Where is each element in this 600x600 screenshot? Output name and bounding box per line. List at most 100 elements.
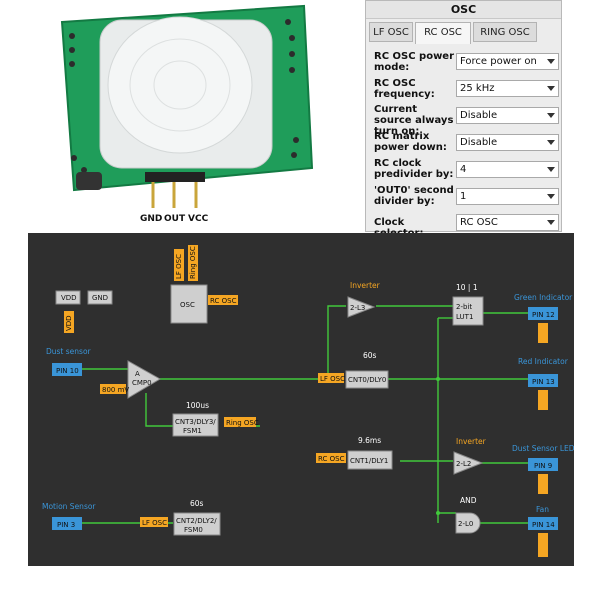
prop-label-current-source: Current source always turn on: bbox=[374, 104, 454, 137]
vref-label: 800 mV bbox=[102, 386, 129, 394]
cnt2-block[interactable] bbox=[173, 512, 221, 536]
cnt2-line2: FSM0 bbox=[184, 526, 203, 534]
inverter-top-gate[interactable] bbox=[347, 296, 376, 318]
select-value: Force power on bbox=[460, 56, 537, 67]
chevron-down-icon bbox=[547, 167, 555, 172]
pin-label-out: OUT bbox=[164, 214, 186, 224]
pin9-label: PIN 9 bbox=[534, 462, 552, 470]
prop-label-power-mode: RC OSC power mode: bbox=[374, 51, 455, 73]
schematic-canvas: VDD GND VDD LF OSC Ring OSC OSC RC OSC I… bbox=[28, 233, 575, 566]
ring-osc-port-label: Ring OSC bbox=[189, 246, 197, 279]
lut1-line2: LUT1 bbox=[456, 313, 473, 321]
red-indicator-label: Red Indicator bbox=[518, 357, 569, 366]
pir-sensor-image: GND OUT VCC bbox=[60, 4, 314, 224]
pir-sensor-photo: GND OUT VCC bbox=[0, 0, 365, 232]
chevron-down-icon bbox=[547, 194, 555, 199]
select-predivider[interactable]: 4 bbox=[456, 161, 559, 178]
cnt0-title: 60s bbox=[363, 351, 377, 360]
lf-osc-port-label: LF OSC bbox=[175, 254, 183, 279]
inverter-top-title: Inverter bbox=[350, 281, 381, 290]
select-power-mode[interactable]: Force power on bbox=[456, 53, 559, 70]
gnd-button[interactable] bbox=[87, 290, 113, 305]
acmp0-a-label: A bbox=[135, 370, 140, 378]
and-gate[interactable] bbox=[455, 512, 481, 534]
chevron-down-icon bbox=[547, 220, 555, 225]
lf-osc-port bbox=[174, 249, 184, 281]
cnt0-block[interactable] bbox=[345, 370, 389, 389]
select-value: 1 bbox=[460, 191, 467, 202]
inverter-top-box-label: 2-L3 bbox=[350, 304, 365, 312]
pin10-box[interactable] bbox=[52, 363, 82, 376]
pin12-box[interactable] bbox=[528, 307, 558, 320]
chevron-down-icon bbox=[547, 140, 555, 145]
select-value: RC OSC bbox=[460, 217, 498, 228]
lut1-block[interactable] bbox=[452, 296, 484, 326]
pin13-vdd-port bbox=[538, 390, 548, 410]
chevron-down-icon bbox=[547, 86, 555, 91]
select-clock-selector[interactable]: RC OSC bbox=[456, 214, 559, 231]
cnt2-line1: CNT2/DLY2/ bbox=[176, 517, 217, 525]
tab-rc-osc[interactable]: RC OSC bbox=[415, 22, 471, 44]
select-frequency[interactable]: 25 kHz bbox=[456, 80, 559, 97]
pin12-vdd-port bbox=[538, 323, 548, 343]
select-value: 25 kHz bbox=[460, 83, 495, 94]
cnt3-ring-osc-port bbox=[224, 417, 256, 427]
cnt1-rc-osc-port bbox=[316, 453, 346, 463]
prop-label-rc-matrix: RC matrix power down: bbox=[374, 131, 447, 153]
pin14-box[interactable] bbox=[528, 517, 558, 530]
select-rc-matrix[interactable]: Disable bbox=[456, 134, 559, 151]
cnt2-lf-osc-port bbox=[140, 517, 168, 527]
inverter-mid-title: Inverter bbox=[456, 437, 487, 446]
pin14-label: PIN 14 bbox=[532, 521, 555, 529]
green-indicator-label: Green Indicator bbox=[514, 293, 573, 302]
pin3-box[interactable] bbox=[52, 517, 82, 530]
and-title: AND bbox=[460, 496, 477, 505]
select-value: Disable bbox=[460, 137, 498, 148]
cnt1-label: CNT1/DLY1 bbox=[350, 457, 388, 465]
pcb-holes bbox=[69, 19, 299, 173]
lut-top-title: 10 | 1 bbox=[456, 283, 478, 292]
tab-lf-osc[interactable]: LF OSC bbox=[369, 22, 413, 42]
vdd-port-label: VDD bbox=[65, 315, 73, 331]
lut1-line1: 2-bit bbox=[456, 303, 472, 311]
pin9-box[interactable] bbox=[528, 458, 558, 471]
cnt3-line2: FSM1 bbox=[183, 427, 202, 435]
osc-block[interactable] bbox=[170, 284, 208, 324]
wires bbox=[80, 305, 528, 524]
vdd-port bbox=[64, 311, 74, 333]
cnt2-title: 60s bbox=[190, 499, 204, 508]
cnt3-block[interactable] bbox=[172, 413, 219, 437]
panel-title: OSC bbox=[366, 1, 561, 19]
pin-label-vcc: VCC bbox=[188, 214, 209, 224]
pin10-label: PIN 10 bbox=[56, 367, 79, 375]
gnd-button-label: GND bbox=[92, 294, 108, 302]
cnt3-ring-osc-label: Ring OSC bbox=[226, 419, 259, 427]
chevron-down-icon bbox=[547, 113, 555, 118]
acmp0-label: CMP0 bbox=[132, 379, 152, 387]
tab-ring-osc[interactable]: RING OSC bbox=[473, 22, 537, 42]
cnt3-title: 100us bbox=[186, 401, 209, 410]
cnt1-title: 9.6ms bbox=[358, 436, 381, 445]
fresnel-lens-dome bbox=[107, 16, 253, 154]
cnt1-block[interactable] bbox=[347, 450, 393, 470]
pin13-box[interactable] bbox=[528, 374, 558, 387]
cnt0-label: CNT0/DLY0 bbox=[348, 376, 386, 384]
ring-osc-port bbox=[188, 245, 198, 281]
prop-label-predivider: RC clock predivider by: bbox=[374, 158, 454, 180]
pin9-vdd-port bbox=[538, 474, 548, 494]
pin12-label: PIN 12 bbox=[532, 311, 555, 319]
inverter-mid-gate[interactable] bbox=[453, 451, 484, 475]
select-value: Disable bbox=[460, 110, 498, 121]
select-current-source[interactable]: Disable bbox=[456, 107, 559, 124]
select-second-divider[interactable]: 1 bbox=[456, 188, 559, 205]
cnt0-lf-osc-label: LF OSC bbox=[320, 375, 345, 383]
and-gate-label: 2-L0 bbox=[458, 520, 473, 528]
vdd-button[interactable] bbox=[55, 290, 81, 305]
cnt2-lf-osc-label: LF OSC bbox=[142, 519, 167, 527]
prop-label-frequency: RC OSC frequency: bbox=[374, 78, 435, 100]
pin3-label: PIN 3 bbox=[57, 521, 75, 529]
rc-osc-port bbox=[208, 295, 238, 305]
select-value: 4 bbox=[460, 164, 467, 175]
chevron-down-icon bbox=[547, 59, 555, 64]
acmp0-comparator[interactable] bbox=[127, 360, 161, 399]
